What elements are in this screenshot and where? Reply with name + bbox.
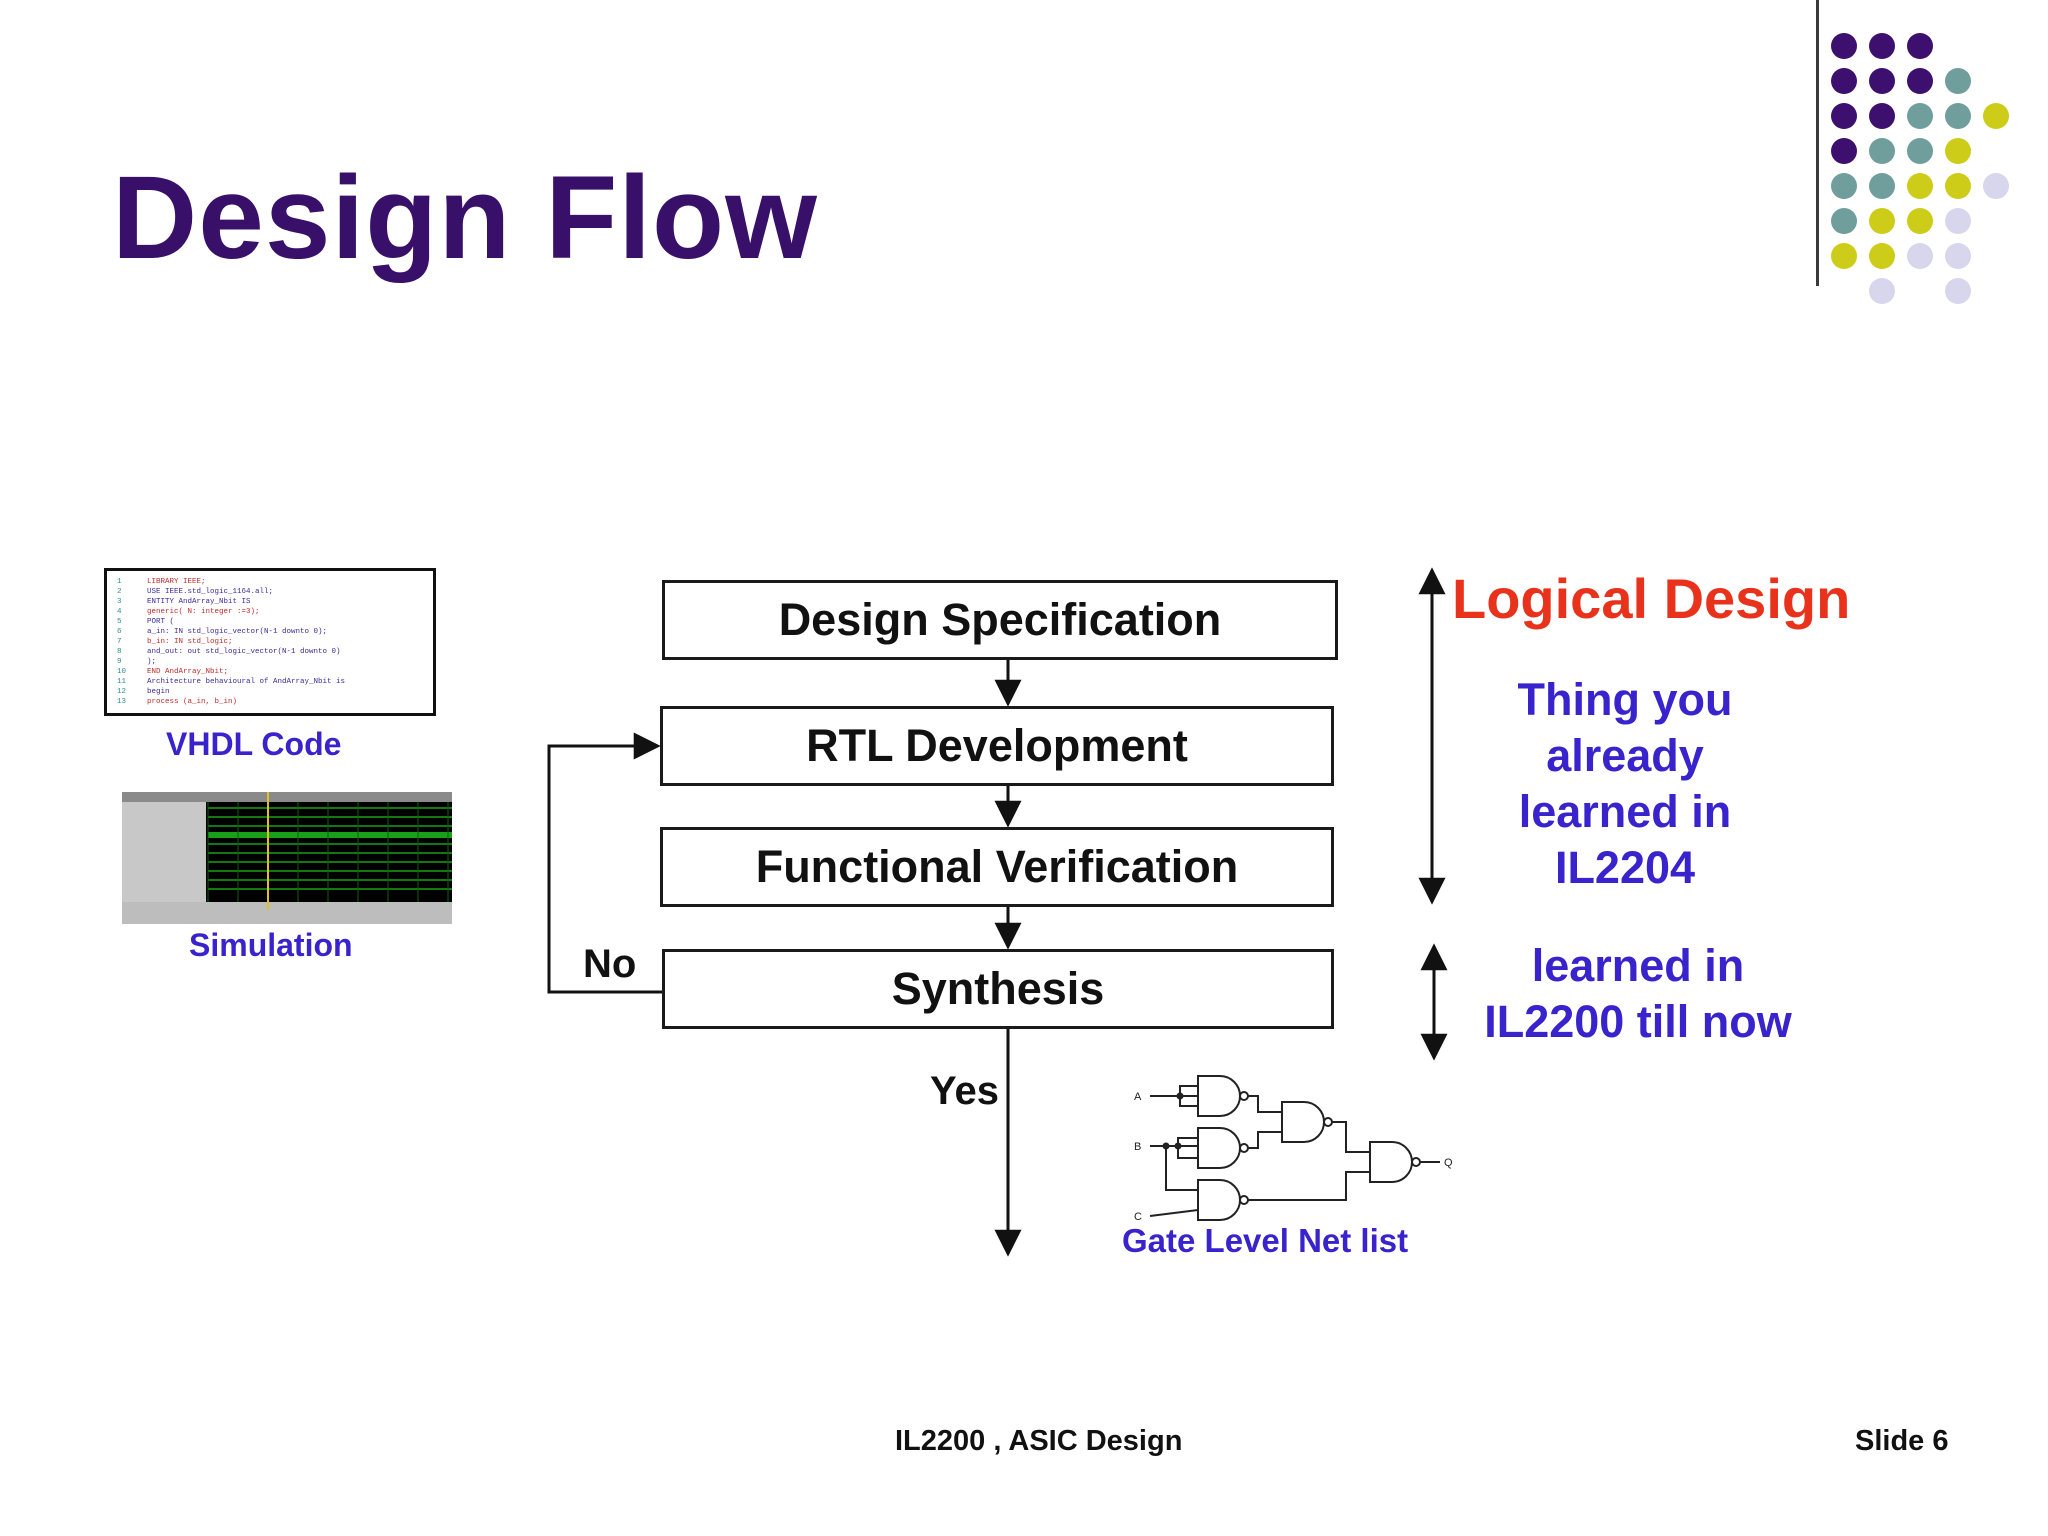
- decorative-dot: [1945, 278, 1971, 304]
- vhdl-code-line: );: [147, 658, 156, 666]
- decorative-dot: [1869, 208, 1895, 234]
- decorative-dot: [1831, 243, 1857, 269]
- step-label: Design Specification: [778, 594, 1222, 645]
- decorative-dot: [1869, 68, 1895, 94]
- decorative-dot: [1831, 103, 1857, 129]
- vhdl-code-line: process (a_in, b_in): [147, 698, 237, 706]
- decorative-dot: [1945, 243, 1971, 269]
- loop-back-no: [547, 732, 662, 994]
- net-input-c: C: [1134, 1211, 1142, 1223]
- vhdl-line-number: 4: [117, 608, 122, 616]
- footer-course: IL2200 , ASIC Design: [895, 1425, 1183, 1457]
- decorative-dot: [1831, 138, 1857, 164]
- decorative-dot-grid: [1831, 33, 2009, 304]
- vhdl-line-number: 12: [117, 688, 126, 696]
- vhdl-line-number: 11: [117, 678, 127, 686]
- decorative-dot: [1983, 103, 2009, 129]
- decorative-dot: [1945, 138, 1971, 164]
- logical-design-heading: Logical Design: [1452, 567, 1851, 630]
- vhdl-code-line: b_in: IN std_logic;: [147, 638, 233, 646]
- step-functional-verification: Functional Verification: [660, 827, 1334, 907]
- slide-title: Design Flow: [112, 152, 818, 284]
- vhdl-code-line: Architecture behavioural of AndArray_Nbi…: [147, 678, 345, 686]
- step-label: Synthesis: [891, 963, 1105, 1014]
- vhdl-code-line: ENTITY AndArray_Nbit IS: [147, 598, 251, 606]
- vhdl-line-number: 6: [117, 628, 122, 636]
- decorative-dot: [1907, 173, 1933, 199]
- vhdl-code-line: a_in: IN std_logic_vector(N-1 downto 0);: [147, 628, 327, 636]
- step-rtl-development: RTL Development: [660, 706, 1334, 786]
- gate-netlist-schematic: A B C Q: [1134, 1075, 1453, 1223]
- vhdl-code-line: LIBRARY IEEE;: [147, 578, 206, 586]
- decorative-dot: [1907, 103, 1933, 129]
- vhdl-line-number: 7: [117, 638, 122, 646]
- decorative-dot: [1907, 138, 1933, 164]
- vhdl-code-line: begin: [147, 688, 170, 696]
- step-synthesis: Synthesis: [662, 949, 1334, 1029]
- decorative-dot: [1869, 33, 1895, 59]
- step-label: Functional Verification: [755, 841, 1239, 892]
- decorative-dot: [1831, 208, 1857, 234]
- step-design-specification: Design Specification: [662, 580, 1338, 660]
- decorative-divider: [1816, 0, 1819, 286]
- footer-slide-number: Slide 6: [1855, 1425, 1949, 1457]
- vhdl-line-number: 10: [117, 668, 127, 676]
- decorative-dot: [1983, 173, 2009, 199]
- net-input-b: B: [1134, 1141, 1141, 1153]
- decorative-dot: [1869, 103, 1895, 129]
- vhdl-line-number: 13: [117, 698, 127, 706]
- simulation-caption: Simulation: [189, 927, 353, 963]
- decorative-dot: [1907, 243, 1933, 269]
- already-learned-note: Thing you already learned in IL2204: [1517, 674, 1733, 893]
- decorative-dot: [1945, 103, 1971, 129]
- learned-now-note: learned in IL2200 till now: [1484, 940, 1792, 1047]
- decorative-dot: [1869, 243, 1895, 269]
- decorative-dot: [1831, 173, 1857, 199]
- decision-yes-label: Yes: [930, 1069, 999, 1113]
- vhdl-code-caption: VHDL Code: [166, 726, 342, 762]
- vhdl-code-line: generic( N: integer :=3);: [147, 608, 260, 616]
- netlist-caption: Gate Level Net list: [1122, 1222, 1409, 1259]
- vhdl-line-number: 8: [117, 648, 122, 656]
- decorative-dot: [1907, 68, 1933, 94]
- vhdl-line-number: 3: [117, 598, 122, 606]
- decision-no-label: No: [583, 942, 637, 986]
- vhdl-code-line: USE IEEE.std_logic_1164.all;: [147, 588, 273, 596]
- decorative-dot: [1869, 138, 1895, 164]
- vhdl-code-thumbnail: 1 LIBRARY IEEE; 2 USE IEEE.std_logic_1164.a…: [104, 568, 436, 716]
- vhdl-code-line: PORT (: [147, 618, 174, 626]
- waveform-graphic: [122, 792, 452, 924]
- decorative-dot: [1831, 33, 1857, 59]
- net-input-a: A: [1134, 1091, 1142, 1103]
- vhdl-code-line: END AndArray_Nbit;: [147, 668, 228, 676]
- net-output-q: Q: [1444, 1157, 1453, 1169]
- decorative-dot: [1907, 33, 1933, 59]
- decorative-dot: [1907, 208, 1933, 234]
- simulation-waveform-thumbnail: [122, 792, 452, 924]
- decorative-dot: [1869, 278, 1895, 304]
- vhdl-line-number: 2: [117, 588, 122, 596]
- step-label: RTL Development: [806, 720, 1188, 771]
- decorative-dot: [1945, 68, 1971, 94]
- vhdl-line-number: 5: [117, 618, 122, 626]
- vhdl-line-number: 9: [117, 658, 122, 666]
- vhdl-code-lines: 1 LIBRARY IEEE; 2 USE IEEE.std_logic_1164.a…: [117, 578, 345, 706]
- vhdl-line-number: 1: [117, 578, 122, 586]
- decorative-dot: [1869, 173, 1895, 199]
- decorative-dot: [1831, 68, 1857, 94]
- decorative-dot: [1945, 173, 1971, 199]
- vhdl-code-line: and_out: out std_logic_vector(N-1 downto…: [147, 648, 341, 656]
- decorative-dot: [1945, 208, 1971, 234]
